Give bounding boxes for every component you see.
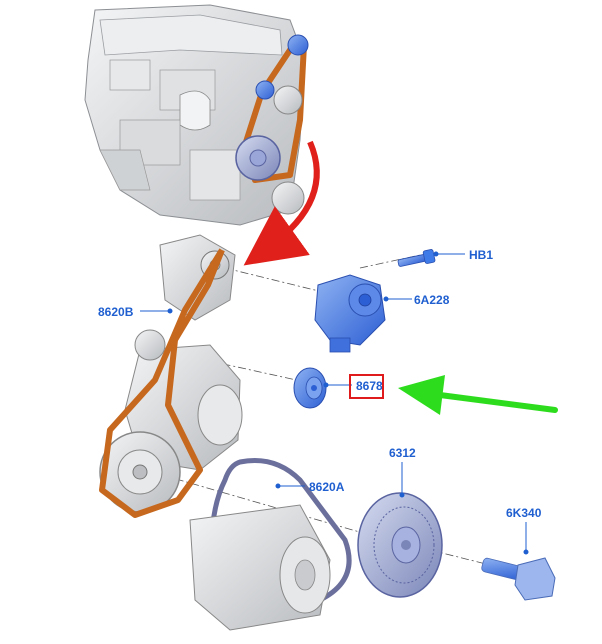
engine-top-pulley xyxy=(287,34,309,56)
red-direction-arrow xyxy=(243,140,320,266)
engine-block xyxy=(84,4,306,226)
callout-8678: 8678 xyxy=(356,379,383,393)
lower-crank-pulley xyxy=(99,431,181,513)
callout-hb1: HB1 xyxy=(469,248,493,262)
callout-6a228: 6A228 xyxy=(414,293,450,307)
green-pointer-arrow xyxy=(398,375,558,415)
callout-6312: 6312 xyxy=(389,446,416,460)
callout-6k340: 6K340 xyxy=(506,506,542,520)
callout-8620b: 8620B xyxy=(98,305,134,319)
drive-belt-8620b xyxy=(99,248,225,518)
tensioner-6a228 xyxy=(314,274,386,353)
ac-compressor xyxy=(189,504,331,631)
bolt-hb1 xyxy=(397,249,436,267)
idler-pulley-8678 xyxy=(293,367,327,409)
bolt-6k340 xyxy=(481,557,556,601)
crankshaft-pulley-6312 xyxy=(357,492,443,598)
highlight-box-8678 xyxy=(349,374,384,399)
callout-8620a: 8620A xyxy=(309,480,345,494)
engine-ac-pulley xyxy=(271,181,305,215)
engine-alternator-pulley xyxy=(273,85,303,115)
engine-idler-pulley xyxy=(255,80,275,100)
engine-crank-hub xyxy=(249,149,267,167)
